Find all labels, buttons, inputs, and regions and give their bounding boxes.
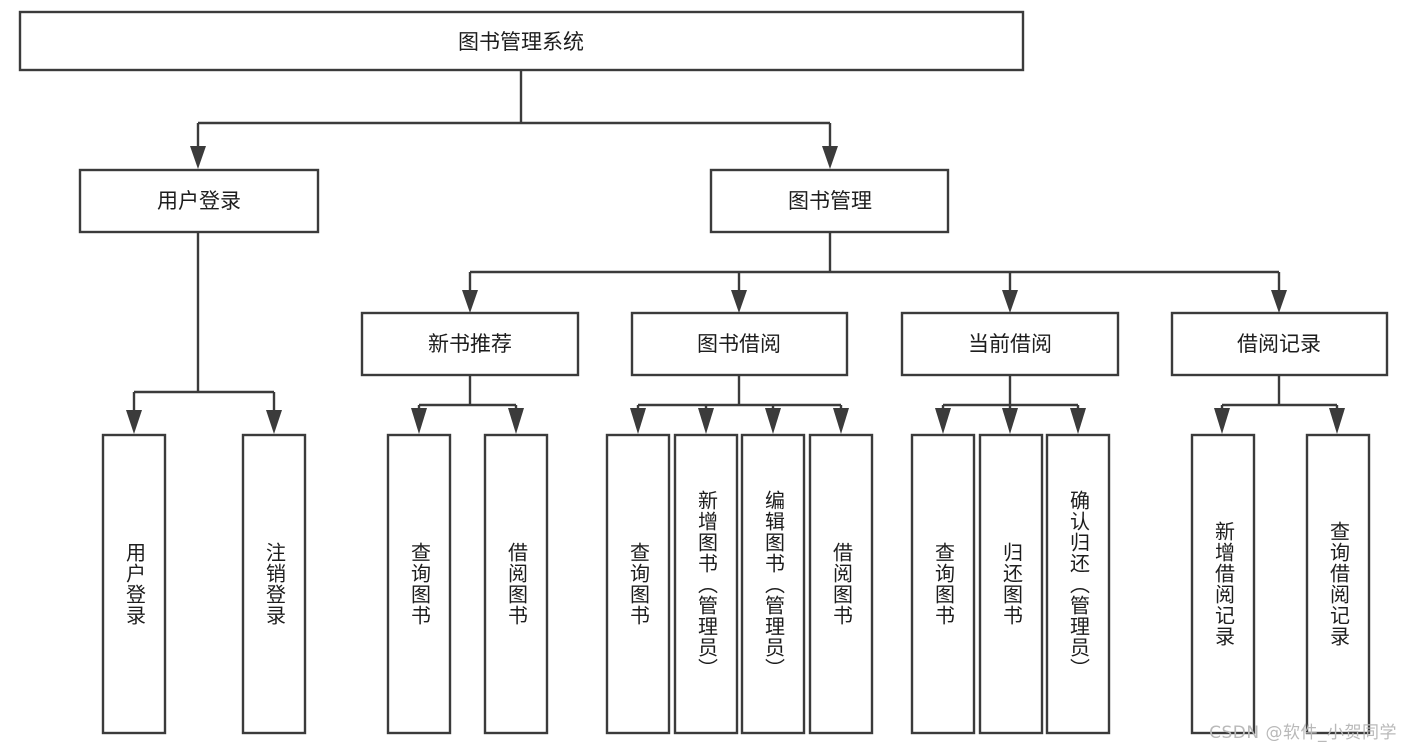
node-new-book-recommend-box[interactable] (360, 311, 580, 377)
arrow-head-bb-leaf-2 (698, 408, 714, 434)
arrow-head-leaf-logout (266, 410, 282, 434)
leaf-cb-3-box[interactable] (1045, 433, 1111, 735)
node-new-book-recommend-label: 新书推荐 (428, 332, 512, 356)
leaf-bb-4-box[interactable] (808, 433, 874, 735)
node-borrow-record-box[interactable] (1170, 311, 1389, 377)
leaf-br-1-box[interactable] (1190, 433, 1256, 735)
leaf-nbr-1-box[interactable] (386, 433, 452, 735)
arrow-head-book-manage (822, 146, 838, 169)
node-user-login-box[interactable] (78, 168, 320, 234)
node-book-manage-label: 图书管理 (788, 189, 872, 213)
node-layer: 图书管理系统 用户登录 图书管理 新书推荐 图书借阅 当前借阅 借阅记录 (18, 10, 1389, 735)
node-book-borrow-label: 图书借阅 (697, 332, 781, 356)
arrow-head-user-login (190, 146, 206, 169)
node-book-borrow-box[interactable] (630, 311, 849, 377)
arrow-head-br-leaf-1 (1214, 408, 1230, 434)
arrow-head-nbr-leaf-1 (411, 408, 427, 434)
leaf-cb-2-box[interactable] (978, 433, 1044, 735)
csdn-watermark: CSDN @软件_小贺同学 (1209, 723, 1397, 743)
arrow-head-cb-leaf-1 (935, 408, 951, 434)
arrow-head-borrow-record (1271, 290, 1287, 313)
arrow-head-bb-leaf-4 (833, 408, 849, 434)
node-root-label: 图书管理系统 (458, 30, 584, 54)
leaf-nbr-2-box[interactable] (483, 433, 549, 735)
arrow-head-br-leaf-2 (1329, 408, 1345, 434)
leaf-br-2-box[interactable] (1305, 433, 1371, 735)
arrow-head-nbr-leaf-2 (508, 408, 524, 434)
connector-layer (126, 71, 1345, 434)
node-current-borrow-label: 当前借阅 (968, 332, 1052, 356)
leaf-bb-1-box[interactable] (605, 433, 671, 735)
node-borrow-record-label: 借阅记录 (1237, 332, 1321, 356)
node-current-borrow-box[interactable] (900, 311, 1120, 377)
arrow-head-new-book-recommend (462, 290, 478, 313)
node-book-manage-box[interactable] (709, 168, 950, 234)
arrow-head-bb-leaf-1 (630, 408, 646, 434)
arrow-head-leaf-user-login (126, 410, 142, 434)
arrow-head-bb-leaf-3 (765, 408, 781, 434)
node-user-login-label: 用户登录 (157, 189, 241, 213)
leaf-cb-1-box[interactable] (910, 433, 976, 735)
leaf-bb-2-box[interactable] (673, 433, 739, 735)
leaf-bb-3-box[interactable] (740, 433, 806, 735)
leaf-user-login-1-box[interactable] (101, 433, 167, 735)
arrow-head-cb-leaf-2 (1002, 408, 1018, 434)
leaf-user-login-2-box[interactable] (241, 433, 307, 735)
arrow-head-book-borrow (731, 290, 747, 313)
node-root-box[interactable] (18, 10, 1025, 72)
arrow-head-current-borrow (1002, 290, 1018, 313)
arrow-head-cb-leaf-3 (1070, 408, 1086, 434)
